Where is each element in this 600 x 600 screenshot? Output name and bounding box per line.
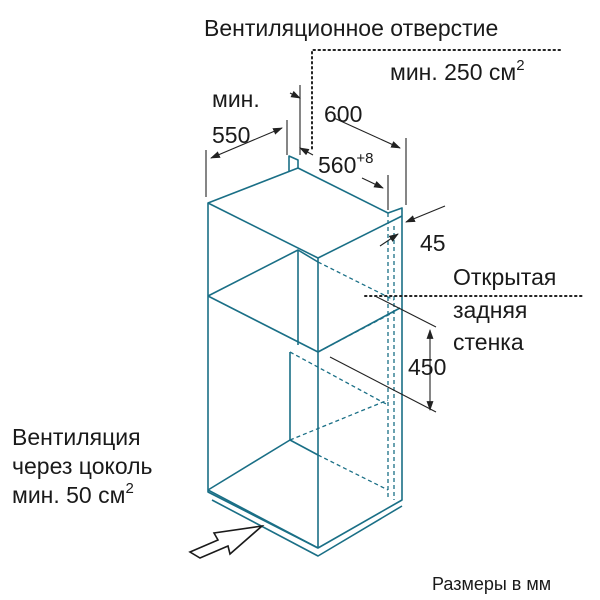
dim-560-sup: +8 [356,150,373,167]
plinth-vent-min-value: мин. 50 см [12,482,125,508]
dimension-450 [329,295,437,413]
plinth-vent-arrow-icon [188,524,265,559]
plinth-vent-label-3: мин. 50 см2 [12,480,134,508]
vent-opening-min-value: мин. 250 см [390,59,516,85]
dim-600-label: 600 [324,101,362,127]
open-back-label-3: стенка [453,329,524,355]
dimension-550 [205,120,288,197]
cabinet-hidden-edges [289,213,395,500]
vent-opening-min-sup: 2 [516,57,524,74]
units-note: Размеры в мм [432,574,551,594]
plinth-vent-min-sup: 2 [125,480,133,497]
dimension-45 [379,205,446,247]
min-word-label: мин. [212,86,260,112]
open-back-label-1: Открытая [453,264,556,290]
vent-opening-leader [311,49,561,151]
dimension-560 [299,147,389,210]
dim-450-label: 450 [408,354,446,380]
dimension-600 [289,85,407,205]
open-back-label-2: задняя [453,297,527,323]
cabinet-outline [207,155,403,557]
plinth-vent-label-2: через цоколь [12,453,153,479]
vent-opening-min-label: мин. 250 см2 [390,57,525,85]
dim-550-label: 550 [212,122,250,148]
dim-45-label: 45 [420,230,446,256]
dim-560-value: 560 [318,152,356,178]
dim-560-label: 560+8 [318,150,373,178]
vent-opening-label: Вентиляционное отверстие [204,15,498,41]
plinth-vent-label-1: Вентиляция [12,424,141,450]
